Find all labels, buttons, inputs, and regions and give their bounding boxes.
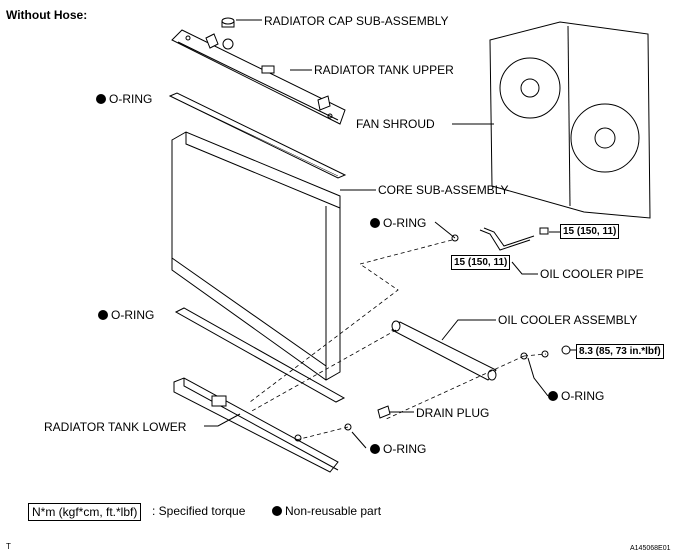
label-tank-upper: RADIATOR TANK UPPER — [314, 63, 454, 77]
nonreusable-dot-icon — [370, 444, 380, 454]
nonreusable-dot-icon — [96, 94, 106, 104]
oil-cooler-pipe-shape — [451, 227, 549, 251]
lower-oring-shape — [174, 307, 346, 403]
nonreusable-dot-icon — [98, 310, 108, 320]
core-shape — [171, 131, 341, 381]
radiator-cap-shape — [221, 17, 235, 28]
label-drain-plug: DRAIN PLUG — [416, 406, 490, 420]
legend-torque-text: : Specified torque — [152, 504, 246, 518]
legend-torque-box: N*m (kgf*cm, ft.*lbf) — [28, 503, 142, 521]
label-oil-cooler-assembly: OIL COOLER ASSEMBLY — [498, 313, 638, 327]
nonreusable-dot-icon — [370, 218, 380, 228]
drain-plug-shape — [377, 405, 391, 419]
label-tank-lower: RADIATOR TANK LOWER — [44, 420, 187, 434]
label-radiator-cap: RADIATOR CAP SUB-ASSEMBLY — [264, 14, 449, 28]
tank-lower-shape — [173, 377, 339, 473]
legend-nonreusable: Non-reusable part — [272, 504, 381, 518]
nonreusable-dot-icon — [548, 391, 558, 401]
label-oil-cooler-pipe: OIL COOLER PIPE — [540, 267, 644, 281]
upper-oring-shape — [168, 92, 347, 179]
fan-shroud-shape — [489, 21, 651, 219]
tank-upper-shape — [171, 29, 346, 125]
torque-pipe-right: 15 (150, 11) — [560, 224, 620, 239]
label-oring-upper: O-RING — [96, 92, 152, 106]
diagram-title: Without Hose: — [6, 8, 88, 22]
oring-lower-shape — [344, 423, 352, 431]
label-oring-pipe: O-RING — [370, 216, 426, 230]
torque-pipe-left: 15 (150, 11) — [451, 255, 511, 270]
footer-left: T — [6, 542, 11, 551]
oil-cooler-assembly-shape — [391, 320, 497, 381]
footer-ref-code: A145068E01 — [630, 545, 671, 552]
label-fan-shroud: FAN SHROUD — [356, 117, 435, 131]
nonreusable-dot-icon — [272, 506, 282, 516]
label-oring-lower: O-RING — [98, 308, 154, 322]
label-oring-cooler: O-RING — [548, 389, 604, 403]
label-oring-tank-lower: O-RING — [370, 442, 426, 456]
label-core: CORE SUB-ASSEMBLY — [378, 183, 509, 197]
torque-cooler: 8.3 (85, 73 in.*lbf) — [576, 344, 664, 359]
